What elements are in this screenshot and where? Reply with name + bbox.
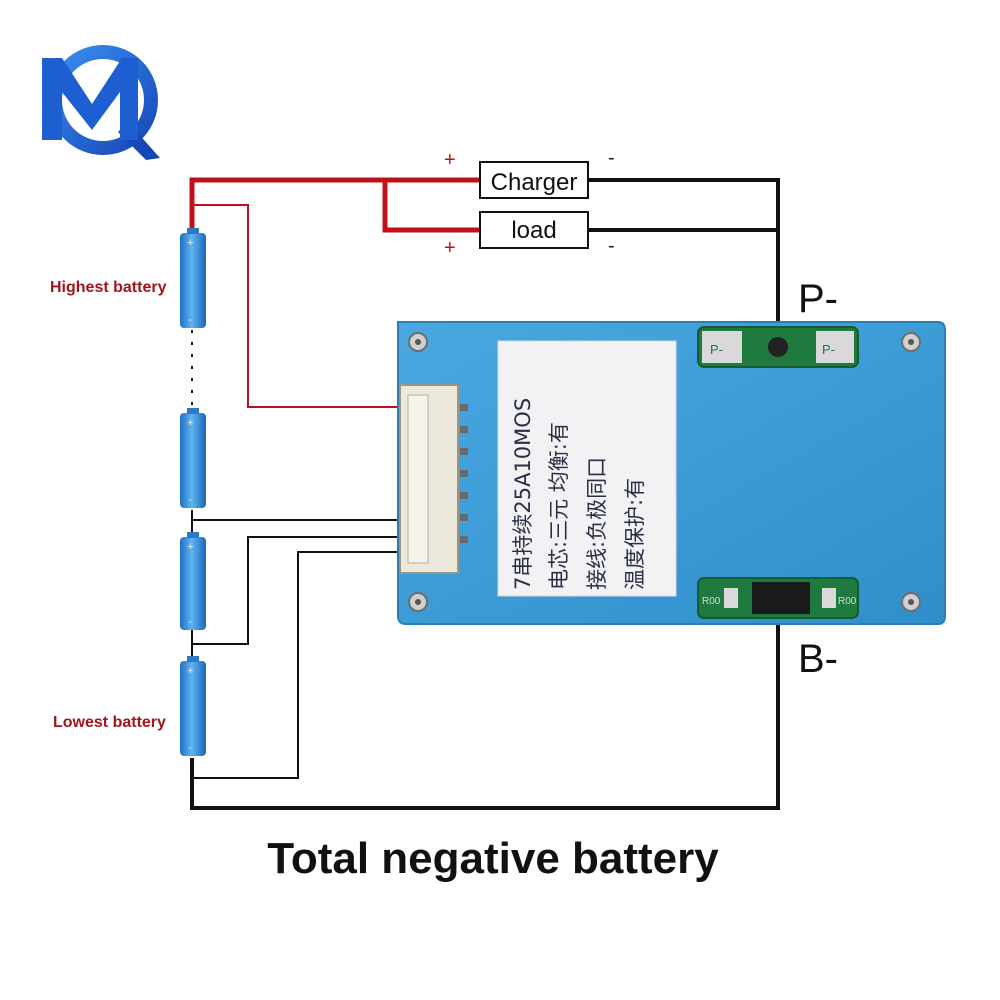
wire-positive-load [382, 180, 480, 233]
logo-star-icon: ★ [100, 117, 111, 131]
svg-text:-: - [188, 742, 192, 754]
svg-text:+: + [187, 417, 193, 429]
b-minus-label: B- [798, 637, 838, 681]
pad-label-b-right: R00 [838, 596, 857, 607]
svg-text:+: + [187, 665, 193, 677]
battery-cell: + - [180, 532, 206, 630]
load-box: load [479, 211, 589, 249]
load-plus-sign: + [444, 237, 456, 259]
pad-label-p-right: P- [822, 342, 835, 357]
logo-star-icon: ★ [76, 117, 87, 131]
battery-cell: + - [180, 228, 206, 328]
lowest-battery-label: Lowest battery [53, 714, 166, 731]
svg-text:+: + [187, 237, 193, 249]
charger-minus-sign: - [608, 147, 615, 169]
logo-m-letter [42, 58, 138, 140]
balance-wire-3 [192, 536, 400, 645]
pad-label-p-left: P- [710, 342, 723, 357]
sticker-line-2: 电芯:三元 均衡:有 [547, 422, 571, 590]
svg-text:-: - [188, 616, 192, 628]
wire-charger-negative [588, 178, 780, 322]
caption: Total negative battery [267, 834, 719, 883]
balance-wire-highest [192, 204, 400, 408]
p-minus-label: P- [798, 277, 838, 321]
brand-logo: ★ ★ ★ [42, 45, 160, 160]
charger-box: Charger [479, 161, 589, 199]
charger-label: Charger [491, 169, 578, 196]
svg-text:-: - [188, 314, 192, 326]
charger-plus-sign: + [444, 149, 456, 171]
positive-wires [189, 177, 480, 233]
highest-battery-label: Highest battery [50, 279, 167, 296]
connector-pins [460, 404, 468, 543]
negative-wires [190, 178, 780, 810]
wire-total-negative [190, 620, 780, 810]
balance-wires [191, 330, 400, 779]
balance-wire-4 [192, 551, 400, 779]
sticker-text-group: 7串持续25A10MOS 电芯:三元 均衡:有 接线:负极同口 温度保护:有 [511, 398, 647, 590]
pad-label-b-left: R00 [702, 596, 721, 607]
logo-star-icon: ★ [88, 125, 99, 139]
battery-cell: + - [180, 408, 206, 508]
svg-text:-: - [188, 494, 192, 506]
battery-cell: + - [180, 656, 206, 756]
sticker-line-4: 温度保护:有 [623, 478, 647, 590]
board-sticker [497, 340, 677, 597]
load-minus-sign: - [608, 235, 615, 257]
load-label: load [511, 217, 556, 244]
bms-board: P- P- R00 R00 7串持续25A10MOS 电芯:三元 均衡:有 接线… [397, 321, 946, 625]
sticker-line-3: 接线:负极同口 [585, 457, 609, 590]
sticker-line-1: 7串持续25A10MOS [511, 398, 535, 590]
svg-text:+: + [187, 541, 193, 553]
